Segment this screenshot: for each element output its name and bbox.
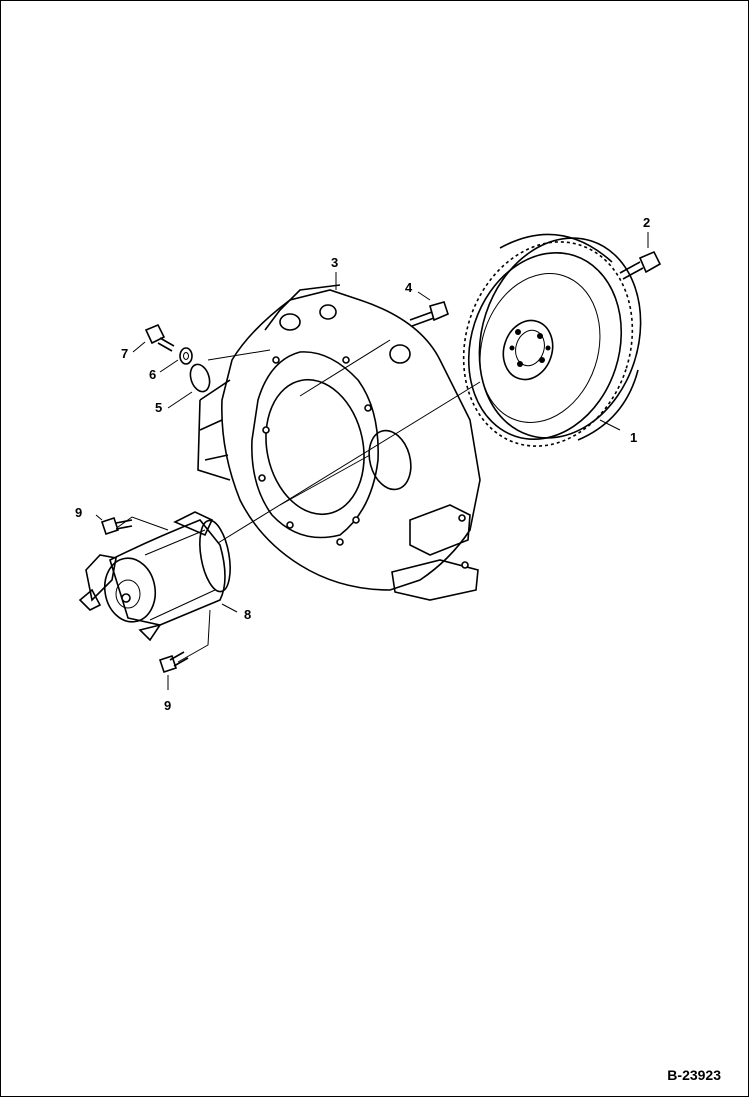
callout-7: 7 bbox=[121, 346, 128, 361]
flywheel-housing bbox=[197, 284, 481, 601]
callout-4: 4 bbox=[405, 280, 413, 295]
callout-2: 2 bbox=[643, 215, 650, 230]
starter-bolt-upper bbox=[100, 516, 133, 536]
callout-3: 3 bbox=[331, 255, 338, 270]
o-ring bbox=[189, 363, 211, 393]
callout-6: 6 bbox=[149, 367, 156, 382]
flywheel bbox=[462, 233, 642, 447]
washer bbox=[179, 347, 193, 365]
callout-1: 1 bbox=[630, 430, 637, 445]
housing-bolt bbox=[409, 301, 449, 327]
callout-9-lower: 9 bbox=[164, 698, 171, 713]
callout-9-upper: 9 bbox=[75, 505, 82, 520]
callout-8: 8 bbox=[244, 607, 251, 622]
figure-id-label: B-23923 bbox=[667, 1067, 721, 1083]
plug-bolt bbox=[144, 323, 175, 352]
starter-motor bbox=[78, 511, 231, 642]
flywheel-bolt bbox=[619, 250, 662, 280]
callout-5: 5 bbox=[155, 400, 162, 415]
leader-lines bbox=[95, 232, 649, 690]
assembly-axis-lines bbox=[207, 339, 481, 544]
starter-bolt-lower bbox=[158, 651, 189, 674]
